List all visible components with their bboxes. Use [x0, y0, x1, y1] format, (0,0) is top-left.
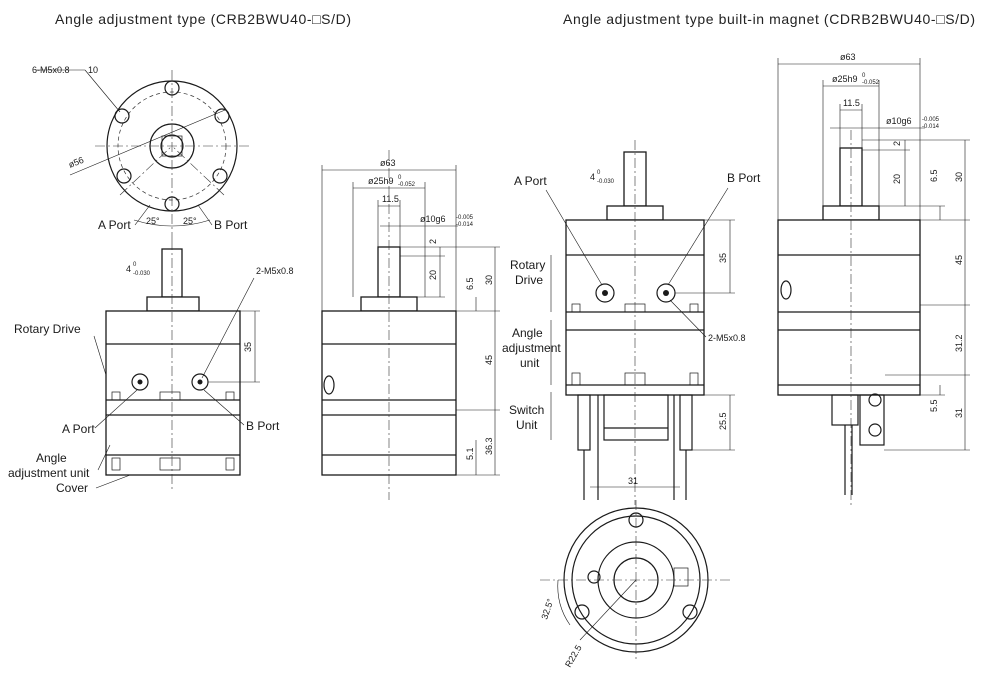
- angle-label: Angle: [36, 451, 67, 465]
- adjustment-label: adjustment: [502, 341, 561, 355]
- bolt-hole-tr: [214, 108, 230, 124]
- svg-text:-0.052: -0.052: [398, 182, 416, 188]
- front-a-port-label: A Port: [62, 422, 95, 436]
- hub: [146, 296, 200, 312]
- dim-2m5-right: 2-M5x0.8: [708, 333, 746, 343]
- dim-angle-right: 25°: [183, 216, 197, 226]
- dim-20-fr: 20: [892, 174, 902, 184]
- mag-a-port-hole: [595, 283, 615, 303]
- dim-6m5-depth: 10: [88, 65, 98, 75]
- svg-text:0: 0: [862, 73, 866, 79]
- bolt-hole-tl: [114, 108, 130, 124]
- dim-angle-left: 25°: [146, 216, 160, 226]
- svg-text:-0.014: -0.014: [456, 222, 474, 228]
- svg-text:-0.052: -0.052: [862, 80, 880, 86]
- dim-dia63-fr: ø63: [840, 52, 856, 62]
- dim-11-5-mid: 11.5: [382, 194, 399, 204]
- dim-2m5: 2-M5x0.8: [256, 266, 294, 276]
- switch-unit-label: Unit: [516, 418, 538, 432]
- dim-key4: 4: [126, 264, 131, 274]
- drive-label: Drive: [515, 273, 543, 287]
- dim-dia25-fr: ø25h9: [832, 74, 858, 84]
- svg-text:-0.005: -0.005: [456, 215, 474, 221]
- dim-key4-right: 4: [590, 172, 595, 182]
- svg-text:-0.030: -0.030: [597, 179, 615, 185]
- angle-adjustment-unit-label: adjustment unit: [8, 466, 90, 480]
- far-right-side-view: ø63 ø25h9 0 -0.052 11.5 ø10g6 -0.005 -0.…: [777, 52, 970, 505]
- mag-b-port-label: B Port: [727, 171, 761, 185]
- svg-text:0: 0: [597, 170, 601, 176]
- svg-text:-0.005: -0.005: [922, 117, 940, 123]
- dim-30-fr: 30: [954, 172, 964, 182]
- dim-6-5-fr: 6.5: [929, 169, 939, 182]
- switch-left: [577, 394, 591, 451]
- dim-35-right: 35: [718, 253, 728, 263]
- dim-2-fr: 2: [892, 141, 902, 146]
- fr-switch: [831, 394, 859, 426]
- dim-dia10-mid: ø10g6: [420, 214, 446, 224]
- angle-label-right: Angle: [512, 326, 543, 340]
- svg-text:-0.014: -0.014: [922, 124, 940, 130]
- dim-31-bottom: 31: [628, 476, 638, 486]
- left-front-view: 4 0 -0.030 2-M5x0.8 35 Rotary Drive A Po…: [8, 240, 294, 495]
- dim-dia25-mid: ø25h9: [368, 176, 394, 186]
- top-a-port-label: A Port: [98, 218, 131, 232]
- svg-text:-0.030: -0.030: [133, 271, 151, 277]
- title-right: Angle adjustment type built-in magnet (C…: [563, 11, 976, 27]
- dim-31-fr: 31: [954, 408, 964, 418]
- dim-5-1-mid: 5.1: [465, 447, 475, 460]
- dim-dia56: ø56: [67, 155, 85, 170]
- dim-11-5-fr: 11.5: [843, 98, 860, 108]
- left-top-view: 6-M5x0.8 10 ø56 25° 25° A Port B Port: [32, 65, 250, 240]
- dim-6m5: 6-M5x0.8: [32, 65, 70, 75]
- dim-6-5-mid: 6.5: [465, 277, 475, 290]
- svg-text:0: 0: [398, 175, 402, 181]
- cover-label: Cover: [56, 481, 88, 495]
- dim-31-2-fr: 31.2: [954, 334, 964, 352]
- dim-25-5: 25.5: [718, 412, 728, 430]
- dim-20-mid: 20: [428, 270, 438, 280]
- svg-text:0: 0: [133, 262, 137, 268]
- dim-45-fr: 45: [954, 255, 964, 265]
- bolt-hole-bl: [116, 168, 132, 184]
- body: [105, 310, 241, 476]
- dim-35: 35: [243, 342, 253, 352]
- rotary-label: Rotary: [510, 258, 545, 272]
- rotary-drive-label: Rotary Drive: [14, 322, 81, 336]
- title-left: Angle adjustment type (CRB2BWU40-□S/D): [55, 11, 352, 27]
- switch-label: Switch: [509, 403, 544, 417]
- dim-2-mid: 2: [428, 239, 438, 244]
- dim-5-5-fr: 5.5: [929, 399, 939, 412]
- base-screw-br: [682, 604, 698, 620]
- mag-a-port-label: A Port: [514, 174, 547, 188]
- front-b-port-label: B Port: [246, 419, 280, 433]
- dim-dia63-mid: ø63: [380, 158, 396, 168]
- dim-36-3-mid: 36.3: [484, 437, 494, 455]
- unit-label: unit: [520, 356, 540, 370]
- dim-dia10-fr: ø10g6: [886, 116, 912, 126]
- middle-side-view: ø63 ø25h9 0 -0.052 11.5 ø10g6 -0.005 -0.…: [321, 150, 500, 500]
- switch-unit: [603, 394, 669, 441]
- dim-angle-32-5: 32.5°: [539, 597, 555, 621]
- right-bottom-view: R22.5 32.5°: [539, 500, 730, 669]
- right-front-view: 4 0 -0.030 A Port B Port 35 2-M5x0.8 Rot…: [502, 140, 761, 505]
- a-port-hole: [131, 373, 149, 391]
- dim-30-mid: 30: [484, 275, 494, 285]
- switch-right: [679, 394, 693, 451]
- dim-45-mid: 45: [484, 355, 494, 365]
- fr-body: [777, 219, 921, 396]
- top-b-port-label: B Port: [214, 218, 248, 232]
- base-screw-bl: [574, 604, 590, 620]
- dim-r22-5: R22.5: [563, 643, 584, 669]
- bolt-hole-br: [212, 168, 228, 184]
